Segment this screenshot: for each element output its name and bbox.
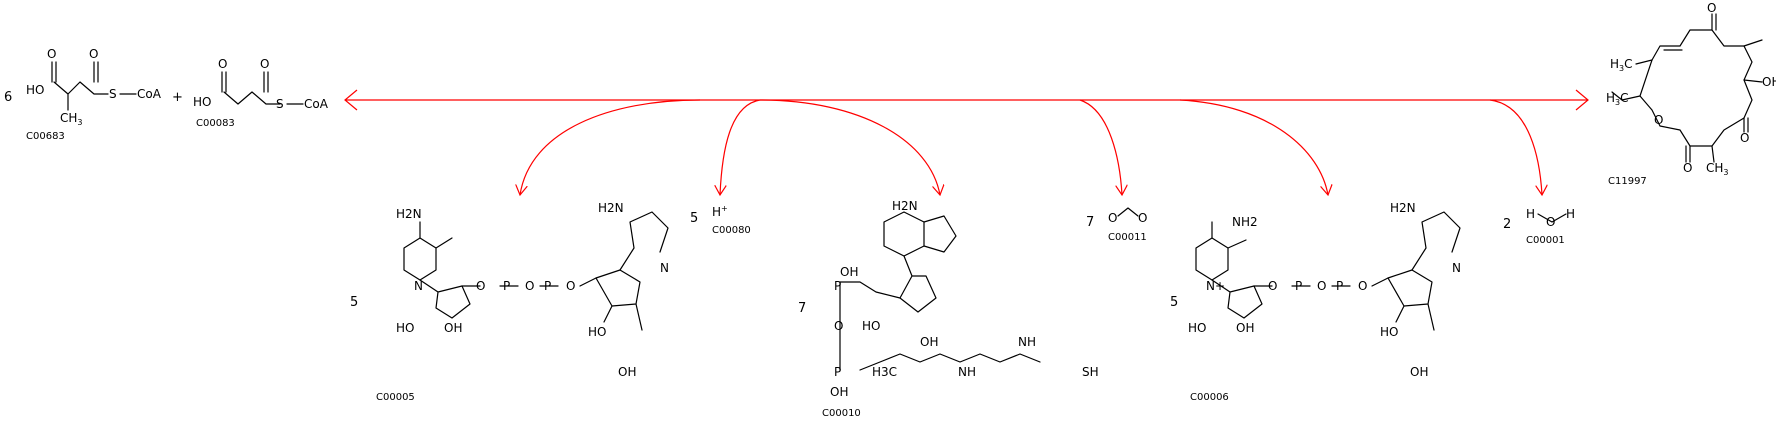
svg-text:H3C: H3C bbox=[1610, 57, 1633, 73]
svg-text:NH2: NH2 bbox=[1232, 215, 1258, 229]
svg-text:CH3: CH3 bbox=[60, 111, 83, 127]
svg-text:O: O bbox=[476, 279, 485, 293]
coef-c00006: 5 bbox=[1170, 295, 1178, 310]
svg-text:NH: NH bbox=[958, 365, 976, 379]
svg-text:HO: HO bbox=[1380, 325, 1398, 339]
svg-text:O: O bbox=[525, 279, 534, 293]
id-c00005: C00005 bbox=[376, 392, 415, 403]
svg-text:O: O bbox=[1358, 279, 1367, 293]
svg-text:N+: N+ bbox=[1206, 279, 1225, 293]
side-product-c00080: 5 H+ C00080 bbox=[690, 204, 751, 236]
svg-text:O: O bbox=[1707, 1, 1716, 15]
id-c00080: C00080 bbox=[712, 225, 751, 236]
side-product-c00005: 5 H2N N O P O P O HO OH H2N N HO OH C000… bbox=[350, 201, 669, 403]
side-arrow-c00010 bbox=[759, 99, 940, 195]
svg-text:O: O bbox=[260, 57, 269, 71]
svg-text:O: O bbox=[1317, 279, 1326, 293]
svg-text:OH: OH bbox=[1410, 365, 1428, 379]
svg-text:O: O bbox=[1683, 161, 1692, 175]
svg-text:CH3: CH3 bbox=[1706, 161, 1729, 177]
svg-text:OH: OH bbox=[444, 321, 462, 335]
side-arrows bbox=[520, 99, 1542, 195]
side-product-c00011: 7 O O C00011 bbox=[1086, 207, 1147, 243]
svg-text:O: O bbox=[1268, 279, 1277, 293]
svg-text:P: P bbox=[1336, 279, 1343, 293]
side-arrow-c00011 bbox=[1079, 99, 1122, 195]
svg-text:NH: NH bbox=[1018, 335, 1036, 349]
id-c00010: C00010 bbox=[822, 408, 861, 419]
svg-text:H: H bbox=[1526, 207, 1535, 221]
coef-c00001: 2 bbox=[1503, 217, 1511, 232]
coef-c00080: 5 bbox=[690, 211, 698, 226]
side-arrow-c00005 bbox=[520, 99, 701, 195]
svg-text:OH: OH bbox=[920, 335, 938, 349]
svg-text:H+: H+ bbox=[712, 204, 728, 219]
svg-text:H3C: H3C bbox=[872, 365, 897, 379]
id-c11997: C11997 bbox=[1608, 176, 1647, 187]
side-arrow-c00006 bbox=[1179, 99, 1328, 195]
side-arrow-c00080 bbox=[720, 99, 761, 195]
side-arrow-c00001 bbox=[1489, 99, 1542, 195]
svg-text:O: O bbox=[566, 279, 575, 293]
svg-text:H2N: H2N bbox=[598, 201, 624, 215]
svg-text:O: O bbox=[1546, 215, 1555, 229]
svg-text:H3C: H3C bbox=[1606, 91, 1629, 107]
svg-text:CoA: CoA bbox=[304, 97, 329, 111]
svg-text:S: S bbox=[276, 97, 284, 111]
svg-text:N: N bbox=[660, 261, 669, 275]
svg-text:O: O bbox=[834, 319, 843, 333]
svg-text:N: N bbox=[414, 279, 423, 293]
id-c00011: C00011 bbox=[1108, 232, 1147, 243]
svg-text:CoA: CoA bbox=[137, 87, 162, 101]
svg-text:P: P bbox=[503, 279, 510, 293]
svg-text:SH: SH bbox=[1082, 365, 1099, 379]
svg-text:P: P bbox=[834, 365, 841, 379]
svg-text:O: O bbox=[89, 47, 98, 61]
svg-text:N: N bbox=[1452, 261, 1461, 275]
svg-text:HO: HO bbox=[26, 83, 44, 97]
product-c11997: O O O O H3C H3C OH CH3 C11997 bbox=[1606, 1, 1776, 187]
svg-text:OH: OH bbox=[1236, 321, 1254, 335]
svg-text:H2N: H2N bbox=[892, 199, 918, 213]
svg-text:H2N: H2N bbox=[1390, 201, 1416, 215]
svg-text:HO: HO bbox=[588, 325, 606, 339]
svg-text:P: P bbox=[544, 279, 551, 293]
id-c00001: C00001 bbox=[1526, 235, 1565, 246]
side-product-c00006: 5 NH2 N+ O P O P O HO OH H2N N HO OH C00… bbox=[1170, 201, 1461, 403]
id-c00683: C00683 bbox=[26, 131, 65, 142]
side-product-c00010: 7 H2N OH P O P HO H3C OH NH NH SH OH C00… bbox=[798, 199, 1099, 419]
svg-text:OH: OH bbox=[830, 385, 848, 399]
coef-c00010: 7 bbox=[798, 301, 806, 316]
svg-text:P: P bbox=[1295, 279, 1302, 293]
coef-c00005: 5 bbox=[350, 295, 358, 310]
svg-text:OH: OH bbox=[1762, 75, 1776, 89]
side-product-c00001: 2 H O H C00001 bbox=[1503, 207, 1575, 246]
svg-text:H2N: H2N bbox=[396, 207, 422, 221]
svg-text:O: O bbox=[1654, 113, 1663, 127]
coef-c00683: 6 bbox=[4, 90, 12, 105]
coef-c00011: 7 bbox=[1086, 215, 1094, 230]
svg-text:O: O bbox=[218, 57, 227, 71]
substrate-c00683: 6 O O HO S CoA CH3 C00683 bbox=[4, 47, 162, 142]
svg-text:HO: HO bbox=[862, 319, 880, 333]
svg-text:HO: HO bbox=[193, 95, 211, 109]
id-c00083: C00083 bbox=[196, 118, 235, 129]
svg-text:O: O bbox=[1138, 211, 1147, 225]
main-reaction-arrow bbox=[344, 89, 1589, 111]
svg-text:HO: HO bbox=[396, 321, 414, 335]
svg-text:H: H bbox=[1566, 207, 1575, 221]
svg-text:HO: HO bbox=[1188, 321, 1206, 335]
svg-text:O: O bbox=[1740, 131, 1749, 145]
svg-text:OH: OH bbox=[618, 365, 636, 379]
svg-text:OH: OH bbox=[840, 265, 858, 279]
svg-text:S: S bbox=[109, 87, 117, 101]
plus-sign: + bbox=[172, 90, 183, 105]
svg-text:P: P bbox=[834, 279, 841, 293]
svg-text:O: O bbox=[1108, 211, 1117, 225]
substrate-c00083: O O HO S CoA C00083 bbox=[193, 57, 329, 129]
id-c00006: C00006 bbox=[1190, 392, 1229, 403]
svg-text:O: O bbox=[47, 47, 56, 61]
